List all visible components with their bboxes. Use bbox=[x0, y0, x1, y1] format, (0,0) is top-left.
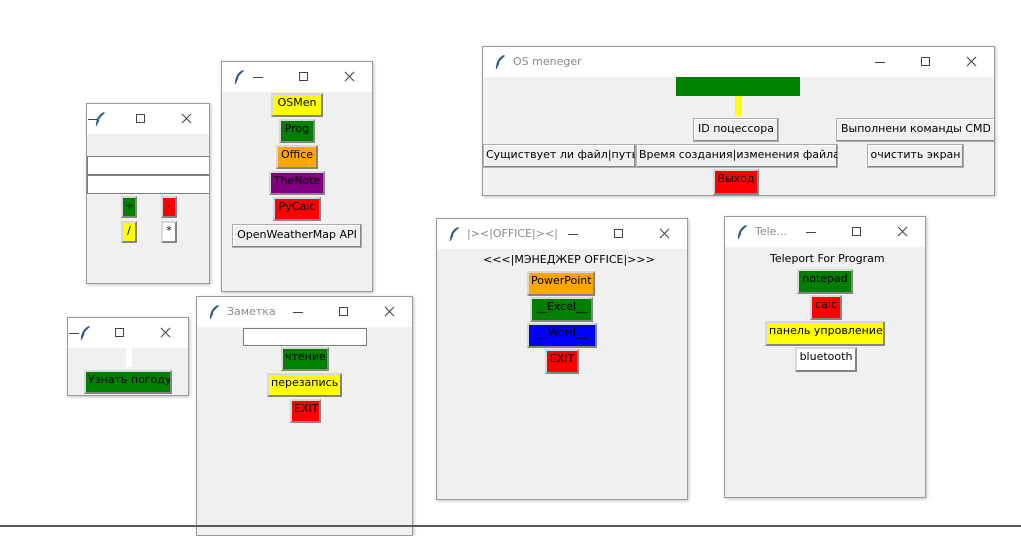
weather-window: Узнать погоду bbox=[67, 317, 189, 396]
minimize-icon[interactable] bbox=[87, 109, 103, 129]
exit-button[interactable]: EXIT bbox=[545, 349, 579, 374]
teleport-heading: Teleport For Program bbox=[770, 252, 885, 265]
window-title: OS meneger bbox=[513, 55, 582, 68]
yellow-indicator bbox=[735, 96, 741, 116]
close-icon[interactable] bbox=[339, 67, 359, 87]
close-icon[interactable] bbox=[961, 52, 981, 72]
launcher-window: OSMen Prog Office TheNote PyCalc OpenWea… bbox=[221, 61, 373, 292]
taskbar-edge bbox=[0, 525, 1021, 527]
exit-button[interactable]: Выход bbox=[713, 169, 759, 195]
teleport-window: Tele... Teleport For Program notepad cal… bbox=[724, 216, 926, 498]
feather-icon bbox=[495, 55, 505, 70]
openweathermap-api-button[interactable]: OpenWeatherMap API bbox=[232, 224, 362, 248]
office-button[interactable]: Office bbox=[276, 145, 318, 169]
title-bar: Tele... bbox=[725, 217, 925, 247]
close-icon[interactable] bbox=[654, 224, 674, 244]
title-bar bbox=[222, 62, 372, 92]
feather-icon bbox=[449, 227, 459, 242]
calc-button[interactable]: calc bbox=[810, 295, 842, 320]
thenote-button[interactable]: TheNote bbox=[269, 171, 325, 195]
powerpoint-button[interactable]: PowerPoint bbox=[527, 271, 595, 296]
minus-button[interactable]: - bbox=[161, 196, 177, 218]
office-heading: <<<|МЭНЕДЖЕР OFFICE|>>> bbox=[483, 253, 655, 266]
ctime-button[interactable]: Время создания|изменения файла bbox=[636, 144, 838, 168]
title-bar: |><|OFFICE|><| bbox=[437, 219, 687, 249]
title-bar bbox=[68, 318, 188, 348]
excel-button[interactable]: __Excel__ bbox=[530, 297, 593, 322]
maximize-icon[interactable] bbox=[110, 323, 130, 343]
title-bar: OS meneger bbox=[483, 47, 994, 77]
feather-icon bbox=[209, 305, 219, 320]
osmen-button[interactable]: OSMen bbox=[271, 93, 323, 117]
get-weather-button[interactable]: Узнать погоду bbox=[84, 370, 172, 394]
pycalc-button[interactable]: PyCalc bbox=[273, 197, 321, 221]
city-field[interactable] bbox=[126, 348, 132, 367]
maximize-icon[interactable] bbox=[294, 67, 314, 87]
window-title: Заметка bbox=[227, 305, 276, 318]
feather-icon bbox=[80, 326, 90, 341]
maximize-icon[interactable] bbox=[609, 224, 629, 244]
plus-button[interactable]: + bbox=[121, 196, 137, 218]
bluetooth-button[interactable]: bluetooth bbox=[795, 347, 857, 372]
calc-window: + - / * bbox=[86, 103, 210, 284]
office-window: |><|OFFICE|><| <<<|МЭНЕДЖЕР OFFICE|>>> P… bbox=[436, 218, 688, 500]
maximize-icon[interactable] bbox=[916, 52, 936, 72]
title-bar bbox=[87, 104, 209, 134]
read-button[interactable]: чтение bbox=[281, 347, 329, 371]
minimize-icon[interactable] bbox=[801, 222, 821, 242]
close-icon[interactable] bbox=[379, 302, 399, 322]
clear-screen-button[interactable]: очистить экран bbox=[867, 144, 964, 168]
minimize-icon[interactable] bbox=[288, 302, 308, 322]
feather-icon bbox=[737, 225, 747, 240]
notepad-button[interactable]: notepad bbox=[797, 269, 853, 294]
minimize-icon[interactable] bbox=[248, 67, 268, 87]
feather-icon bbox=[234, 70, 244, 85]
divide-button[interactable]: / bbox=[121, 221, 137, 243]
first-number-field[interactable] bbox=[87, 156, 209, 175]
feather-icon bbox=[95, 112, 105, 127]
file-exists-button[interactable]: Сущиствует ли файл|путь bbox=[483, 144, 636, 168]
second-number-field[interactable] bbox=[87, 175, 209, 194]
prog-button[interactable]: Prog bbox=[279, 119, 315, 143]
os-meneger-window: OS meneger ID поцессора Выполнени команд… bbox=[482, 46, 995, 196]
overwrite-button[interactable]: перезапись bbox=[267, 373, 342, 397]
word-button[interactable]: __Word__ bbox=[527, 323, 597, 348]
close-icon[interactable] bbox=[176, 109, 196, 129]
green-bar bbox=[676, 77, 800, 96]
minimize-icon[interactable] bbox=[563, 224, 583, 244]
close-icon[interactable] bbox=[155, 323, 175, 343]
title-bar: Заметка bbox=[197, 297, 412, 327]
exit-button[interactable]: EXIT bbox=[290, 399, 321, 423]
cmd-button[interactable]: Выполнени команды CMD bbox=[836, 118, 994, 142]
control-panel-button[interactable]: панель упровление bbox=[765, 321, 885, 346]
note-text-field[interactable] bbox=[243, 328, 367, 346]
cpu-id-button[interactable]: ID поцессора bbox=[693, 118, 779, 142]
minimize-icon[interactable] bbox=[68, 323, 84, 343]
maximize-icon[interactable] bbox=[131, 109, 151, 129]
window-title: Tele... bbox=[755, 225, 787, 238]
close-icon[interactable] bbox=[892, 222, 912, 242]
maximize-icon[interactable] bbox=[334, 302, 354, 322]
note-window: Заметка чтение перезапись EXIT bbox=[196, 296, 413, 536]
multiply-button[interactable]: * bbox=[161, 221, 177, 243]
minimize-icon[interactable] bbox=[870, 52, 890, 72]
maximize-icon[interactable] bbox=[847, 222, 867, 242]
window-title: |><|OFFICE|><| bbox=[467, 227, 558, 240]
